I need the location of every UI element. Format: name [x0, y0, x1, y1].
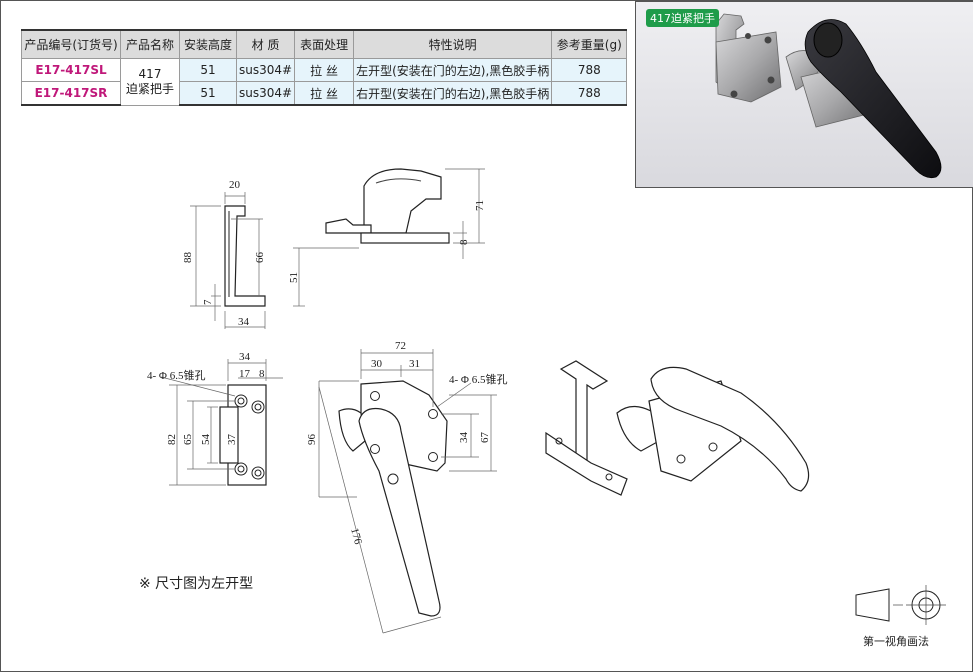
- row1-material: sus304#: [235, 58, 296, 82]
- table-row: E17-417SR 51 sus304# 拉 丝 右开型(安装在门的右边),黑色…: [21, 81, 628, 106]
- photo-illustration: [715, 13, 942, 179]
- dim-71: 71: [474, 200, 486, 211]
- dim-54: 54: [200, 434, 212, 446]
- header-code: 产品编号(订货号): [21, 29, 121, 59]
- product-name-line2: 迫紧把手: [125, 81, 174, 96]
- dim-66: 66: [254, 252, 266, 264]
- row2-desc: 右开型(安装在门的右边),黑色胶手柄: [353, 81, 553, 106]
- dim-67: 67: [479, 432, 491, 444]
- dim-31: 31: [409, 358, 420, 370]
- dim-37: 37: [226, 434, 238, 446]
- view-isometric: [545, 360, 810, 496]
- product-name-line1: 417: [138, 66, 162, 81]
- dim-96: 96: [306, 434, 318, 446]
- row1-height: 51: [179, 58, 237, 82]
- table-row: E17-417SL 417 迫紧把手 51 sus304# 拉 丝 左开型(安装…: [21, 58, 628, 106]
- dim-51: 51: [288, 272, 300, 283]
- dim-65: 65: [182, 434, 194, 446]
- table-header-row: 产品编号(订货号) 产品名称 安装高度 材 质 表面处理 特性说明 参考重量(g…: [21, 29, 628, 59]
- dim-72: 72: [395, 340, 406, 352]
- spec-table: 产品编号(订货号) 产品名称 安装高度 材 质 表面处理 特性说明 参考重量(g…: [21, 29, 628, 106]
- product-name-cell: 417 迫紧把手: [120, 58, 180, 106]
- row1-weight: 788: [551, 58, 628, 82]
- row1-finish: 拉 丝: [294, 58, 355, 82]
- dim-7: 7: [202, 299, 214, 305]
- product-photo: 417迫紧把手: [635, 1, 973, 188]
- dim-176: 176: [348, 527, 364, 547]
- hole-label-right: 4- Φ 6.5锥孔: [449, 373, 507, 386]
- view-bracket-plate: [160, 359, 283, 486]
- dim-17: 17: [239, 368, 251, 380]
- row1-desc: 左开型(安装在门的左边),黑色胶手柄: [353, 58, 553, 82]
- dimension-note: ※ 尺寸图为左开型: [139, 576, 254, 592]
- header-finish: 表面处理: [294, 29, 355, 59]
- dim-82: 82: [166, 434, 178, 445]
- row2-material: sus304#: [235, 81, 296, 106]
- dim-8b: 8: [259, 368, 265, 380]
- row2-weight: 788: [551, 81, 628, 106]
- view-side-bracket: [190, 192, 266, 329]
- dim-20: 20: [229, 179, 241, 191]
- dim-8a: 8: [458, 239, 470, 245]
- view-handle-plan: [318, 349, 497, 634]
- header-desc: 特性说明: [353, 29, 553, 59]
- projection-label: 第一视角画法: [863, 635, 929, 648]
- projection-symbol: [855, 585, 946, 625]
- dim-34b: 34: [239, 351, 251, 363]
- dim-88: 88: [182, 252, 194, 264]
- header-material: 材 质: [235, 29, 296, 59]
- dim-30: 30: [371, 358, 383, 370]
- photo-badge: 417迫紧把手: [646, 9, 719, 27]
- row2-code: E17-417SR: [21, 81, 121, 106]
- dim-34c: 34: [458, 432, 470, 444]
- hole-label-left: 4- Φ 6.5锥孔: [147, 369, 205, 382]
- row1-code: E17-417SL: [21, 58, 121, 82]
- view-front-handle: [293, 168, 485, 307]
- header-weight: 参考重量(g): [551, 29, 628, 59]
- dim-34a: 34: [238, 316, 250, 328]
